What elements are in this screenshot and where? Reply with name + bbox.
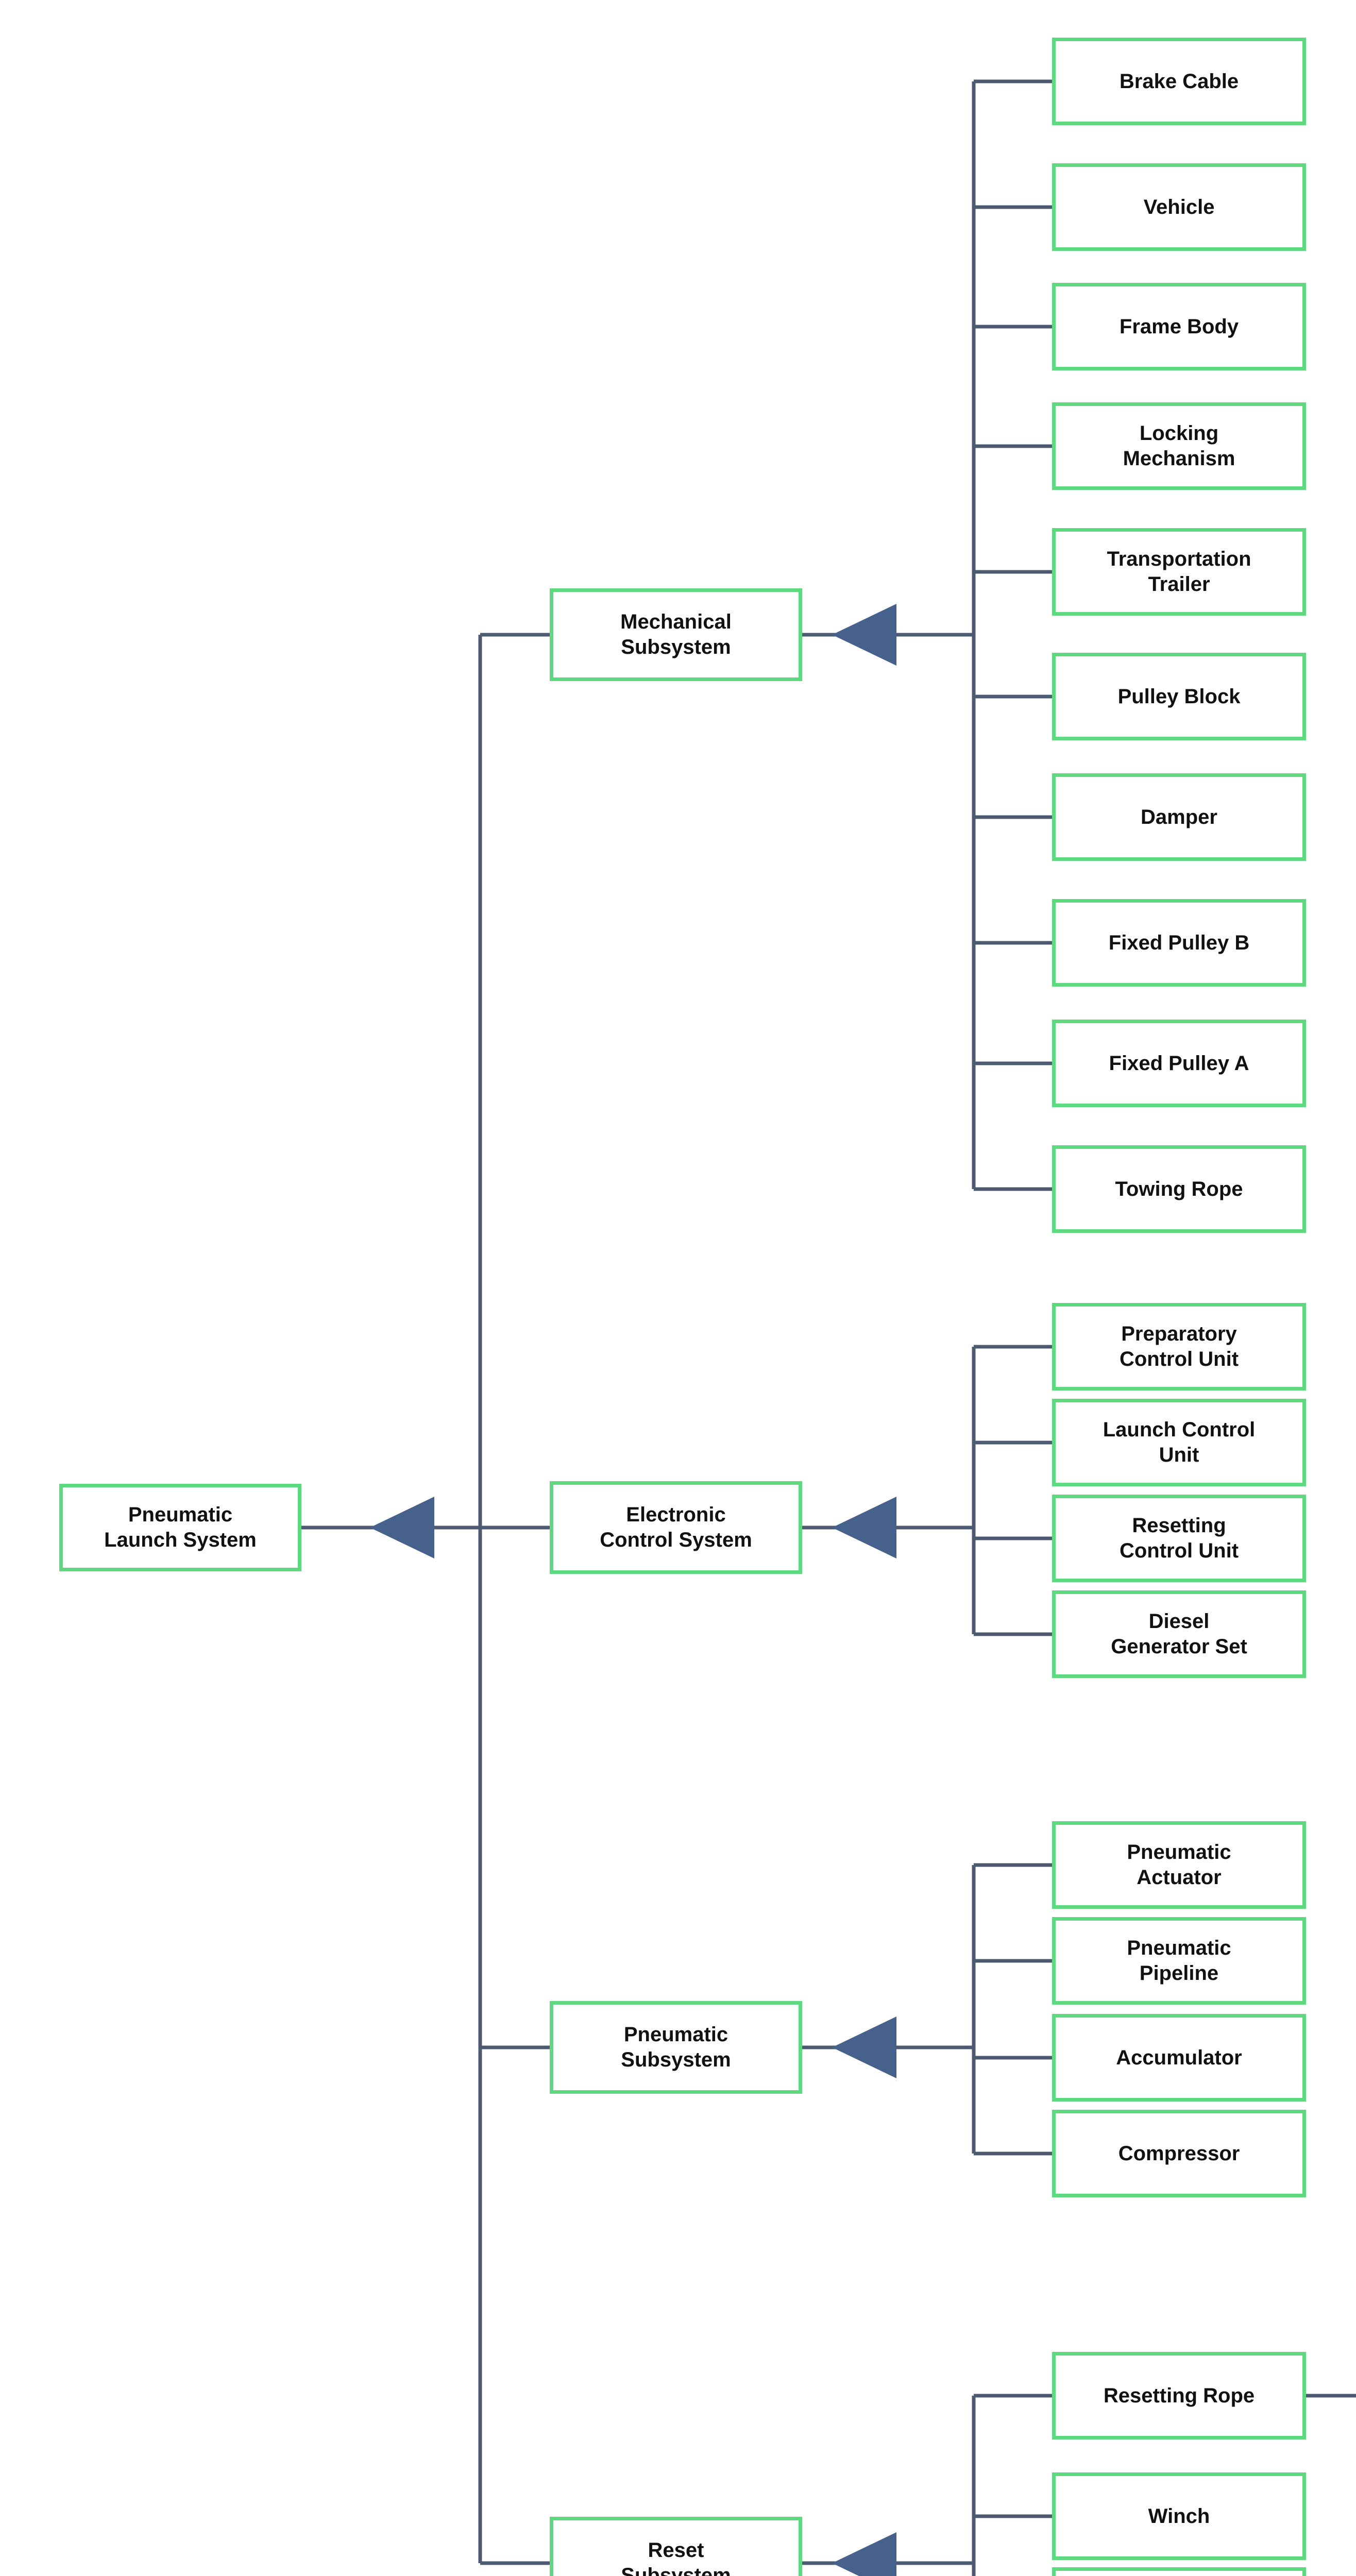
leaf-label-line1: Diesel	[1148, 1610, 1210, 1633]
reset-label-line1: Reset	[648, 2539, 704, 2562]
leaf-label-line2: Mechanism	[1123, 447, 1235, 470]
node-winch[interactable]: Winch	[1052, 2472, 1306, 2560]
leaf-label-line1: Preparatory	[1121, 1323, 1237, 1346]
node-accumulator[interactable]: Accumulator	[1052, 2014, 1306, 2102]
leaf-label-line2: Control Unit	[1119, 1348, 1239, 1370]
leaf-label-line1: Pulley Block	[1117, 685, 1241, 708]
node-frame-body[interactable]: Frame Body	[1052, 283, 1306, 370]
leaf-label-line2: Actuator	[1137, 1866, 1222, 1889]
node-pneumatic-launch-system[interactable]: Pneumatic Launch System	[59, 1484, 301, 1571]
leaf-label-line1: Locking	[1139, 422, 1219, 445]
node-fixed-pulley-b[interactable]: Fixed Pulley B	[1052, 899, 1306, 987]
arrowhead-root	[370, 1497, 434, 1558]
arrowhead-pneumatic	[832, 2016, 896, 2078]
node-damper[interactable]: Damper	[1052, 773, 1306, 861]
node-mechanical-subsystem[interactable]: Mechanical Subsystem	[550, 588, 802, 681]
arrowhead-reset	[832, 2532, 896, 2576]
mechanical-label-line2: Subsystem	[621, 636, 731, 658]
node-resetting-rope[interactable]: Resetting Rope	[1052, 2352, 1306, 2439]
node-compressor[interactable]: Compressor	[1052, 2110, 1306, 2197]
leaf-label-line2: Generator Set	[1111, 1635, 1247, 1658]
node-clutch[interactable]: Clutch	[1052, 2567, 1306, 2576]
leaf-label-line1: Compressor	[1118, 2142, 1240, 2165]
leaf-label-line1: Accumulator	[1116, 2046, 1242, 2069]
leaf-label-line2: Trailer	[1148, 573, 1210, 596]
mechanical-label-line1: Mechanical	[620, 611, 732, 634]
arrowheads	[370, 604, 896, 2576]
reset-label-line2: Subsystem	[621, 2564, 731, 2576]
leaf-label-line2: Pipeline	[1139, 1962, 1219, 1985]
node-vehicle[interactable]: Vehicle	[1052, 163, 1306, 251]
arrowhead-electronic	[832, 1497, 896, 1558]
leaf-label-line2: Unit	[1159, 1444, 1199, 1466]
pneumatic-label-line1: Pneumatic	[623, 2023, 728, 2046]
leaf-label-line1: Fixed Pulley B	[1108, 931, 1250, 954]
node-pneumatic-subsystem[interactable]: Pneumatic Subsystem	[550, 2001, 802, 2094]
node-electronic-control-system[interactable]: Electronic Control System	[550, 1481, 802, 1574]
leaf-label-line1: Transportation	[1107, 548, 1251, 571]
node-pulley-block[interactable]: Pulley Block	[1052, 653, 1306, 740]
leaf-label-line1: Winch	[1148, 2504, 1210, 2528]
leaf-label-line1: Pneumatic	[1127, 1841, 1231, 1864]
leaf-label-line1: Pneumatic	[1127, 1937, 1231, 1960]
leaf-label-line1: Brake Cable	[1119, 70, 1239, 93]
leaf-label-line1: Damper	[1141, 805, 1217, 828]
root-label-line1: Pneumatic	[128, 1503, 233, 1527]
node-fixed-pulley-a[interactable]: Fixed Pulley A	[1052, 1020, 1306, 1107]
node-brake-cable[interactable]: Brake Cable	[1052, 38, 1306, 125]
electronic-label-line1: Electronic	[626, 1503, 726, 1527]
leaf-label-line2: Control Unit	[1119, 1539, 1239, 1562]
pneumatic-label-line2: Subsystem	[621, 2048, 731, 2071]
leaf-label-line1: Fixed Pulley A	[1109, 1052, 1249, 1075]
leaf-label-line1: Vehicle	[1143, 195, 1215, 218]
root-label-line2: Launch System	[104, 1529, 257, 1551]
leaf-label-line1: Resetting	[1132, 1514, 1226, 1537]
node-reset-subsystem[interactable]: Reset Subsystem	[550, 2517, 802, 2576]
leaf-label-line1: Launch Control	[1103, 1418, 1256, 1442]
leaf-label-line1: Towing Rope	[1115, 1177, 1243, 1200]
electronic-label-line2: Control System	[600, 1529, 752, 1551]
node-towing-rope[interactable]: Towing Rope	[1052, 1145, 1306, 1233]
leaf-label-line1: Resetting Rope	[1103, 2384, 1255, 2407]
leaf-label-line1: Frame Body	[1119, 315, 1239, 338]
arrowhead-mechanical	[832, 604, 896, 666]
